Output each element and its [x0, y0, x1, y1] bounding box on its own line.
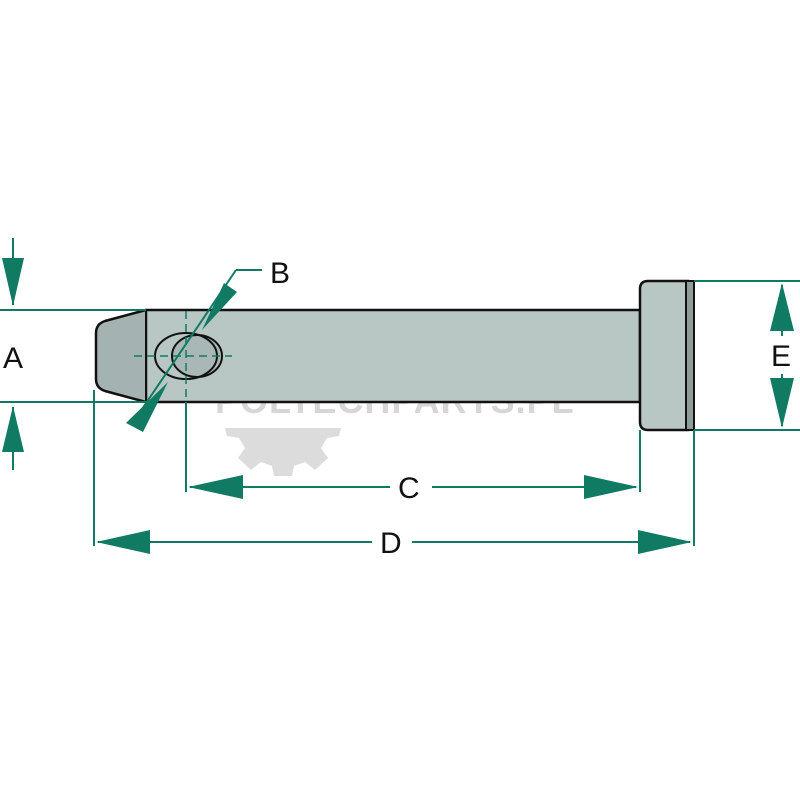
- label-c: C: [398, 472, 420, 505]
- dimension-d: D: [93, 390, 695, 560]
- dim-b-arrow-lower: [126, 382, 168, 432]
- dim-e-arrow-top: [770, 283, 794, 331]
- dim-c-arrow-right: [584, 475, 638, 499]
- label-d: D: [380, 527, 402, 560]
- label-e: E: [771, 340, 791, 373]
- dim-c-arrow-left: [188, 475, 243, 499]
- label-a: A: [3, 342, 23, 375]
- dim-d-arrow-left: [96, 530, 150, 554]
- pin-chamfer-tip: [94, 308, 147, 404]
- dim-a-arrow-bottom: [2, 406, 24, 452]
- dim-a-arrow-top: [2, 258, 24, 306]
- pin-head: [638, 279, 690, 432]
- pin: [94, 279, 695, 432]
- dim-e-arrow-bottom: [770, 378, 794, 428]
- dim-b-arrow-upper: [202, 283, 237, 330]
- label-b: B: [270, 257, 290, 290]
- dim-d-arrow-right: [638, 530, 692, 554]
- pin-head-rim: [685, 280, 695, 431]
- dimension-b: B: [126, 257, 290, 432]
- dimension-c: C: [185, 402, 641, 505]
- dimension-a: A: [0, 238, 146, 470]
- dimension-e: E: [694, 280, 800, 431]
